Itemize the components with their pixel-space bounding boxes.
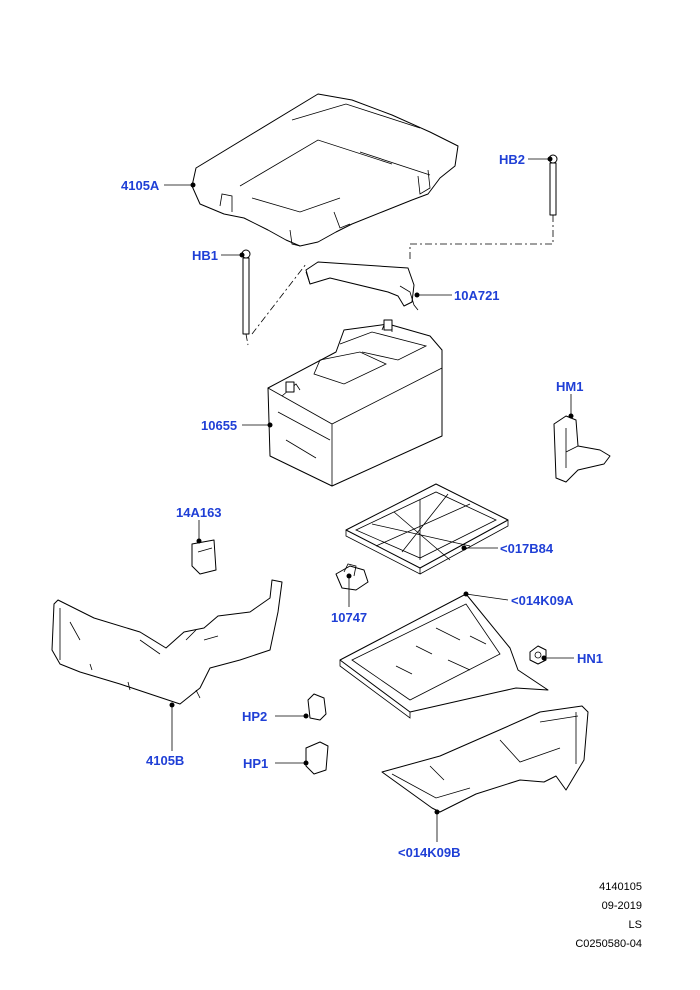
nut-hn1 xyxy=(529,645,547,665)
drawing-reference: C0250580-04 xyxy=(575,938,642,950)
bolt-hb1 xyxy=(241,249,307,346)
battery-tray xyxy=(339,593,549,719)
callout-10655: 10655 xyxy=(201,418,238,433)
callout-4105b: 4105B xyxy=(146,753,185,768)
clip-hp2 xyxy=(307,693,327,721)
callout-014k09b: <014K09B xyxy=(398,845,461,860)
part-10747 xyxy=(335,563,369,591)
battery-top-cover xyxy=(191,93,459,247)
callout-hb2: HB2 xyxy=(499,152,526,167)
battery-mat xyxy=(345,483,509,575)
battery-clamp xyxy=(305,261,419,311)
mounting-bracket-hm1 xyxy=(553,415,611,483)
illustration-number: 4140105 xyxy=(599,881,642,893)
callout-hn1: HN1 xyxy=(577,651,604,666)
callout-hp1: HP1 xyxy=(243,756,269,771)
market-code: LS xyxy=(628,919,642,931)
callout-10a721: 10A721 xyxy=(454,288,500,303)
callout-hp2: HP2 xyxy=(242,709,268,724)
callout-hm1: HM1 xyxy=(556,379,584,394)
callout-hb1: HB1 xyxy=(192,248,219,263)
leader-lines xyxy=(164,156,574,842)
reference-block: 4140105 09-2019 LS C0250580-04 xyxy=(575,878,642,954)
tray-support xyxy=(381,705,589,813)
callout-014k09a: <014K09A xyxy=(511,593,574,608)
callout-4105a: 4105A xyxy=(121,178,160,193)
date-code: 09-2019 xyxy=(601,900,642,912)
clip-hp1 xyxy=(305,741,329,775)
battery-side-cover xyxy=(51,579,283,705)
battery xyxy=(267,319,443,487)
callout-017b84: <017B84 xyxy=(500,541,554,556)
callout-10747: 10747 xyxy=(331,610,368,625)
part-14a163 xyxy=(191,539,217,575)
callout-14a163: 14A163 xyxy=(176,505,222,520)
